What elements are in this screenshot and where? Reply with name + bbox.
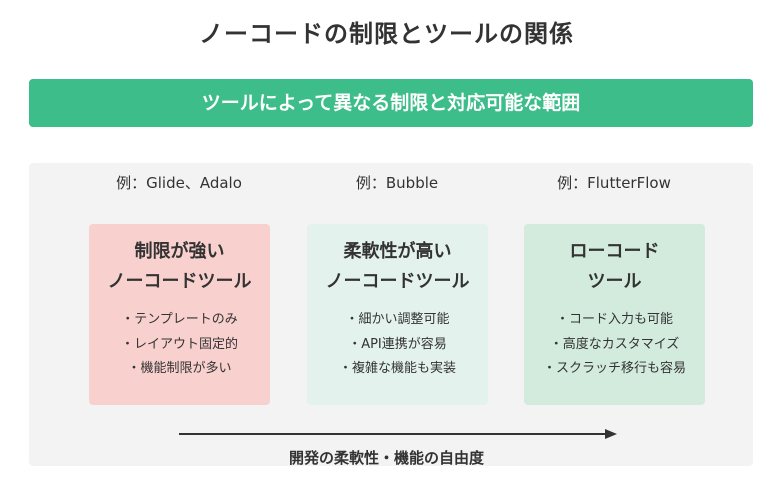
card-title-line: ノーコードツール xyxy=(325,271,470,292)
example-label-3: 例：FlutterFlow xyxy=(557,174,671,192)
feature-item: ・コード入力も可能 xyxy=(555,312,673,327)
card-title-line: ローコード xyxy=(569,241,660,262)
example-label-2: 例：Bubble xyxy=(355,174,439,192)
feature-item: ・機能制限が多い xyxy=(127,361,232,376)
feature-item: ・細かい調整可能 xyxy=(345,312,450,327)
card-title-line: ツール xyxy=(587,271,642,292)
card-lowcode: ローコード ツール ・コード入力も可能 ・高度なカスタマイズ ・スクラッチ移行も… xyxy=(524,224,705,405)
card-title-line: 制限が強い xyxy=(134,241,225,262)
card-title: 制限が強い ノーコードツール xyxy=(89,237,270,297)
feature-item: ・高度なカスタマイズ xyxy=(549,336,680,352)
feature-list: ・コード入力も可能 ・高度なカスタマイズ ・スクラッチ移行も容易 xyxy=(524,308,705,382)
feature-item: ・テンプレートのみ xyxy=(121,312,238,327)
banner: ツールによって異なる制限と対応可能な範囲 xyxy=(29,79,753,127)
card-title-line: ノーコードツール xyxy=(107,271,252,292)
card-title-line: 柔軟性が高い xyxy=(343,241,452,262)
card-flexible-nocode: 柔軟性が高い ノーコードツール ・細かい調整可能 ・API連携が容易 ・複雑な機… xyxy=(307,224,488,405)
feature-item: ・API連携が容易 xyxy=(348,336,447,352)
feature-list: ・テンプレートのみ ・レイアウト固定的 ・機能制限が多い xyxy=(89,308,270,382)
feature-item: ・レイアウト固定的 xyxy=(120,336,238,352)
flexibility-arrow-icon xyxy=(179,429,617,439)
diagram-title: ノーコードの制限とツールの関係 xyxy=(199,20,574,48)
card-title: ローコード ツール xyxy=(524,237,705,297)
feature-item: ・スクラッチ移行も容易 xyxy=(542,361,686,376)
feature-item: ・複雑な機能も実装 xyxy=(338,361,456,376)
axis-label: 開発の柔軟性・機能の自由度 xyxy=(288,449,484,467)
card-title: 柔軟性が高い ノーコードツール xyxy=(307,237,488,297)
arrow-head xyxy=(605,429,617,439)
example-label-1: 例：Glide、Adalo xyxy=(116,174,242,192)
card-restricted-nocode: 制限が強い ノーコードツール ・テンプレートのみ ・レイアウト固定的 ・機能制限… xyxy=(89,224,270,405)
feature-list: ・細かい調整可能 ・API連携が容易 ・複雑な機能も実装 xyxy=(307,308,488,382)
